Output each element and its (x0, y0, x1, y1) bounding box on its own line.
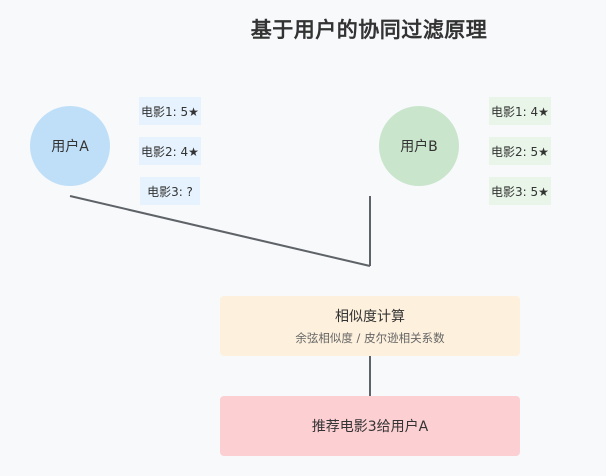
user-a-rating-movie-1: 电影1: 5★ (139, 97, 201, 125)
user-a-rating-movie-2: 电影2: 4★ (139, 137, 201, 165)
similarity-box: 相似度计算 余弦相似度 / 皮尔逊相关系数 (220, 296, 520, 356)
diagram-title: 基于用户的协同过滤原理 (250, 18, 488, 42)
user-a-label: 用户A (51, 139, 89, 155)
similarity-title: 相似度计算 (335, 309, 405, 325)
user-a-node: 用户A (30, 106, 110, 186)
recommendation-box: 推荐电影3给用户A (220, 396, 520, 456)
user-b-node: 用户B (379, 106, 459, 186)
user-b-rating-movie-3: 电影3: 5★ (489, 177, 551, 205)
user-b-rating-movie-2: 电影2: 5★ (489, 137, 551, 165)
similarity-subtitle: 余弦相似度 / 皮尔逊相关系数 (295, 331, 445, 345)
user-b-rating-movie-1: 电影1: 4★ (489, 97, 551, 125)
user-b-label: 用户B (400, 139, 438, 155)
connector-user-a-to-similarity (69, 195, 371, 267)
user-a-rating-movie-3: 电影3: ? (140, 177, 200, 205)
recommendation-label: 推荐电影3给用户A (311, 419, 429, 435)
